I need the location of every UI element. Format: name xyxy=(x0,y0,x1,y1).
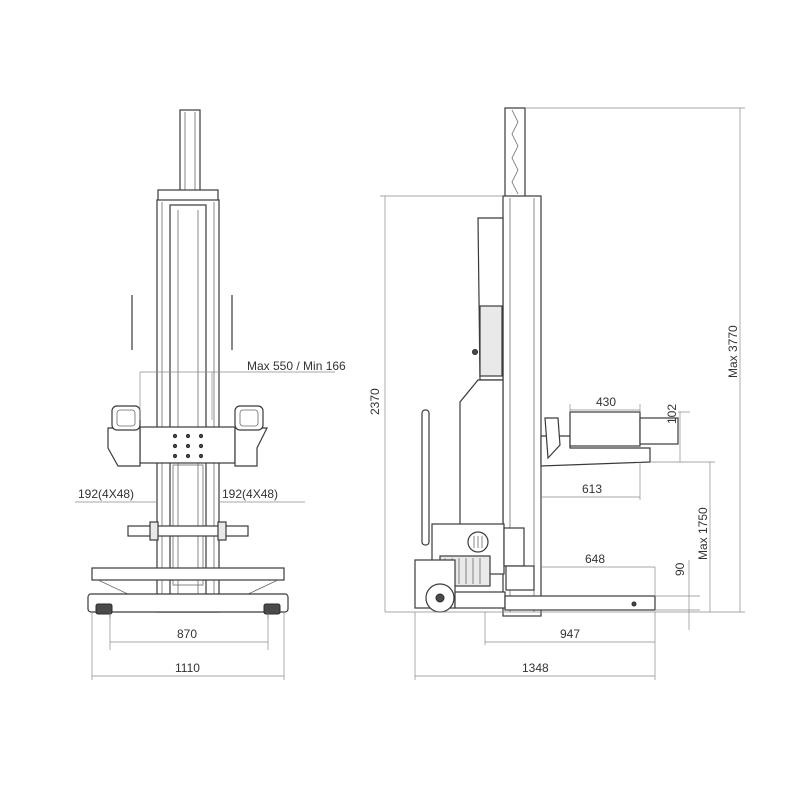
dim-fork-height-label: 90 xyxy=(673,562,687,576)
dim-adapter-left-label: 192(4X48) xyxy=(78,487,134,501)
dim-total-length-label: 1348 xyxy=(522,661,549,675)
dim-pad-height-label: 102 xyxy=(665,404,679,424)
side-view xyxy=(414,107,679,617)
dim-base-inner-label: 870 xyxy=(177,627,197,641)
dim-base-outer-label: 1110 xyxy=(175,661,200,675)
dim-base-length-label: 947 xyxy=(560,627,580,641)
front-view-dimensions xyxy=(75,371,335,680)
dim-max-height-label: Max 3770 xyxy=(726,325,740,378)
dim-column-height-label: 2370 xyxy=(368,388,382,415)
dim-arm-reach-label: 613 xyxy=(582,482,602,496)
dim-adapter-right-label: 192(4X48) xyxy=(222,487,278,501)
dim-pad-width-label: 430 xyxy=(596,395,616,409)
side-view-dimensions xyxy=(380,107,745,680)
dim-max-lift-label: Max 1750 xyxy=(696,507,710,560)
dim-fork-length-label: 648 xyxy=(585,552,605,566)
dim-stroke-label: Max 550 / Min 166 xyxy=(247,359,346,373)
front-view xyxy=(87,109,289,618)
